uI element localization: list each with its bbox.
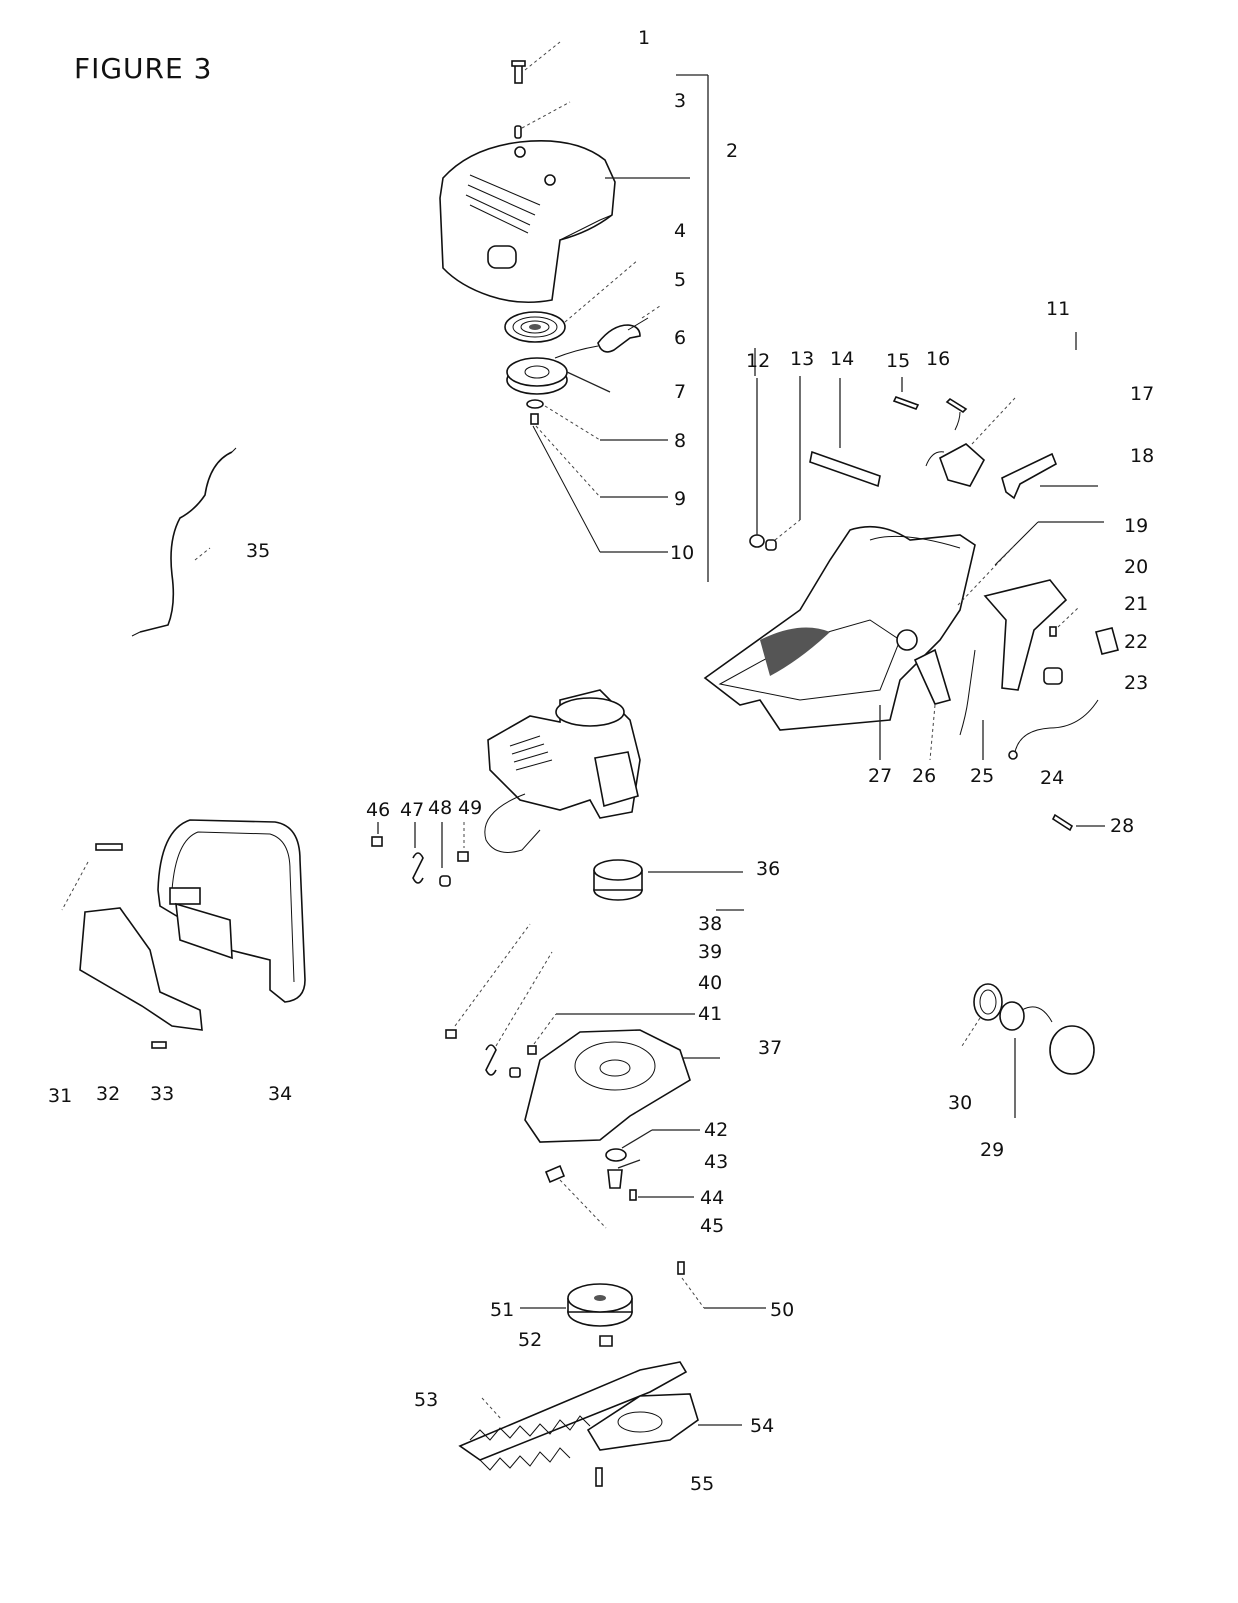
starter-cover-icon	[439, 101, 690, 304]
callout-48: 48	[428, 797, 452, 819]
callout-54: 54	[750, 1415, 774, 1437]
callout-43: 43	[704, 1151, 728, 1173]
callout-51: 51	[490, 1299, 514, 1321]
callout-39: 39	[698, 941, 722, 963]
callout-7: 7	[674, 381, 686, 403]
gear-housing-icon	[524, 1029, 720, 1143]
callout-46: 46	[366, 799, 390, 821]
screw-icon-28	[1051, 813, 1105, 832]
callout-29: 29	[980, 1139, 1004, 1161]
callout-6: 6	[674, 327, 686, 349]
callout-11: 11	[1046, 298, 1070, 320]
callout-2: 2	[726, 140, 738, 162]
recoil-spring-icon	[504, 259, 639, 343]
plug-icon	[749, 376, 801, 551]
starter-handle-icon	[554, 305, 661, 359]
callout-8: 8	[674, 430, 686, 452]
callout-25: 25	[970, 765, 994, 787]
bearing-icon	[544, 1129, 700, 1229]
callout-36: 36	[756, 858, 780, 880]
callout-4: 4	[674, 220, 686, 242]
callout-22: 22	[1124, 631, 1148, 653]
callout-3: 3	[674, 90, 686, 112]
callout-20: 20	[1124, 556, 1148, 578]
callout-12: 12	[746, 350, 770, 372]
callout-47: 47	[400, 799, 424, 821]
screw-icon-50	[677, 1261, 766, 1309]
spring-pin-icon	[892, 377, 968, 414]
throttle-lever-icon	[1001, 452, 1098, 500]
callout-14: 14	[830, 348, 854, 370]
throttle-cable-icon	[131, 447, 237, 637]
callout-38: 38	[698, 913, 722, 935]
front-guard-plate-icon	[61, 843, 203, 1049]
callout-28: 28	[1110, 815, 1134, 837]
callout-50: 50	[770, 1299, 794, 1321]
pulley-icon	[506, 357, 611, 395]
callout-40: 40	[698, 972, 722, 994]
blade-assembly-icon	[458, 1361, 688, 1471]
trigger-icon	[925, 397, 1016, 487]
blade-cover-plate-icon	[586, 1393, 742, 1487]
callout-15: 15	[886, 350, 910, 372]
callout-34: 34	[268, 1083, 292, 1105]
callout-30: 30	[948, 1092, 972, 1114]
callout-33: 33	[150, 1083, 174, 1105]
handle-housing-icon	[703, 525, 984, 761]
callout-35: 35	[246, 540, 270, 562]
callout-16: 16	[926, 348, 950, 370]
ignition-switch-icon	[1008, 607, 1119, 760]
callout-37: 37	[758, 1037, 782, 1059]
callout-42: 42	[704, 1119, 728, 1141]
callout-13: 13	[790, 348, 814, 370]
callout-32: 32	[96, 1083, 120, 1105]
callout-10: 10	[670, 542, 694, 564]
callout-9: 9	[674, 488, 686, 510]
callout-23: 23	[1124, 672, 1148, 694]
callout-31: 31	[48, 1085, 72, 1107]
starter-group-bracket	[676, 74, 1077, 911]
hand-guard-icon	[157, 819, 306, 1003]
gear-icon	[520, 1283, 633, 1347]
callout-24: 24	[1040, 767, 1064, 789]
fuel-line-icon	[957, 521, 1104, 606]
callout-26: 26	[912, 765, 936, 787]
callout-1: 1	[638, 27, 650, 49]
engine-icon	[484, 689, 641, 853]
screw-icon	[530, 413, 668, 553]
callout-49: 49	[458, 797, 482, 819]
fuel-cap-icon	[961, 983, 1095, 1118]
callout-44: 44	[700, 1187, 724, 1209]
callout-21: 21	[1124, 593, 1148, 615]
gear-housing-fasteners-icon	[445, 923, 695, 1078]
clutch-drum-icon	[593, 859, 743, 901]
bolt-icon	[511, 41, 561, 84]
engine-fasteners-icon	[371, 822, 469, 887]
callout-labels: 1 2 3 4 5 6 7 8 9 10 11 12 13 14 15 16 1…	[48, 27, 1154, 1495]
callout-53: 53	[414, 1389, 438, 1411]
callout-19: 19	[1124, 515, 1148, 537]
washer-icon	[526, 399, 668, 441]
callout-18: 18	[1130, 445, 1154, 467]
callout-52: 52	[518, 1329, 542, 1351]
callout-45: 45	[700, 1215, 724, 1237]
handle-grip-icon	[809, 378, 881, 488]
callout-41: 41	[698, 1003, 722, 1025]
callout-55: 55	[690, 1473, 714, 1495]
callout-17: 17	[1130, 383, 1154, 405]
figure-title: FIGURE 3	[74, 52, 213, 85]
callout-27: 27	[868, 765, 892, 787]
callout-5: 5	[674, 269, 686, 291]
side-plate-icon	[983, 579, 1068, 691]
